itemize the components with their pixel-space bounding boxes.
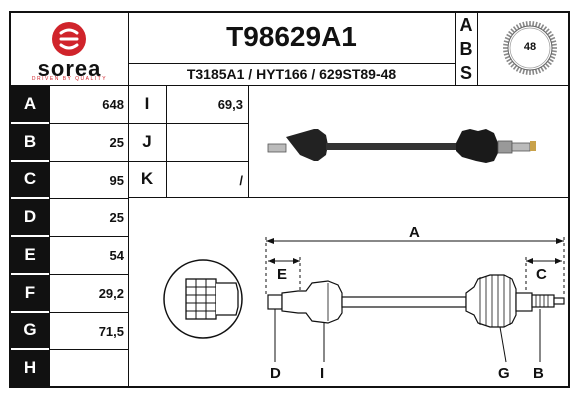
abs-teeth-count: 48 — [523, 41, 537, 53]
spec-letter-j: J — [142, 131, 152, 151]
spec-letter-f: F — [11, 274, 49, 311]
sorea-logo-icon — [52, 22, 86, 56]
abs-letter-b: B — [459, 38, 473, 59]
drive-shaft-drawing — [163, 237, 565, 363]
dim-label-c: C — [536, 266, 547, 283]
spec-value-i: 69,3 — [217, 97, 243, 112]
dim-label-a: A — [409, 224, 420, 241]
spec-value-k: / — [239, 172, 243, 188]
spec-letter-c: C — [11, 161, 49, 198]
spec-letter-h: H — [11, 350, 49, 386]
dim-label-d: D — [270, 365, 281, 382]
spec-value-e: 54 — [109, 248, 124, 263]
abs-letter-a: A — [459, 14, 473, 35]
product-image — [248, 85, 568, 197]
abs-letter-s: S — [459, 62, 472, 83]
brand-logo: sorea DRIVEN BY QUALITY — [11, 13, 128, 85]
cross-references: T3185A1 / HYT166 / 629ST89-48 — [186, 66, 397, 82]
abs-ring: 48 — [477, 13, 568, 85]
spec-value-f: 29,2 — [98, 285, 124, 301]
abs-ring-icon — [503, 21, 557, 75]
part-number: T98629A1 — [226, 21, 357, 52]
brand-tagline: DRIVEN BY QUALITY — [31, 76, 108, 82]
spec-letter-e: E — [11, 237, 49, 273]
dim-label-i: I — [320, 365, 325, 382]
technical-drawing: A E C D I G B — [128, 197, 568, 388]
dim-label-b: B — [533, 365, 544, 382]
dim-label-e: E — [277, 266, 288, 283]
spec-letter-i: I — [144, 93, 150, 113]
spec-letter-b: B — [11, 123, 49, 160]
spec-value-d: 25 — [109, 210, 124, 226]
spec-value-g: 71,5 — [98, 323, 124, 339]
spec-letter-a: A — [11, 86, 49, 122]
spec-letter-g: G — [11, 312, 49, 349]
spec-value-b: 25 — [109, 134, 124, 150]
spec-value-a: 648 — [102, 97, 124, 112]
spec-letter-d: D — [11, 199, 49, 235]
brand-name: sorea — [37, 56, 102, 81]
spec-value-c: 95 — [109, 172, 124, 188]
spec-letter-k: K — [140, 169, 154, 189]
dim-label-g: G — [498, 365, 510, 382]
datasheet-frame: sorea DRIVEN BY QUALITY T98629A1 T3185A1… — [9, 11, 570, 388]
